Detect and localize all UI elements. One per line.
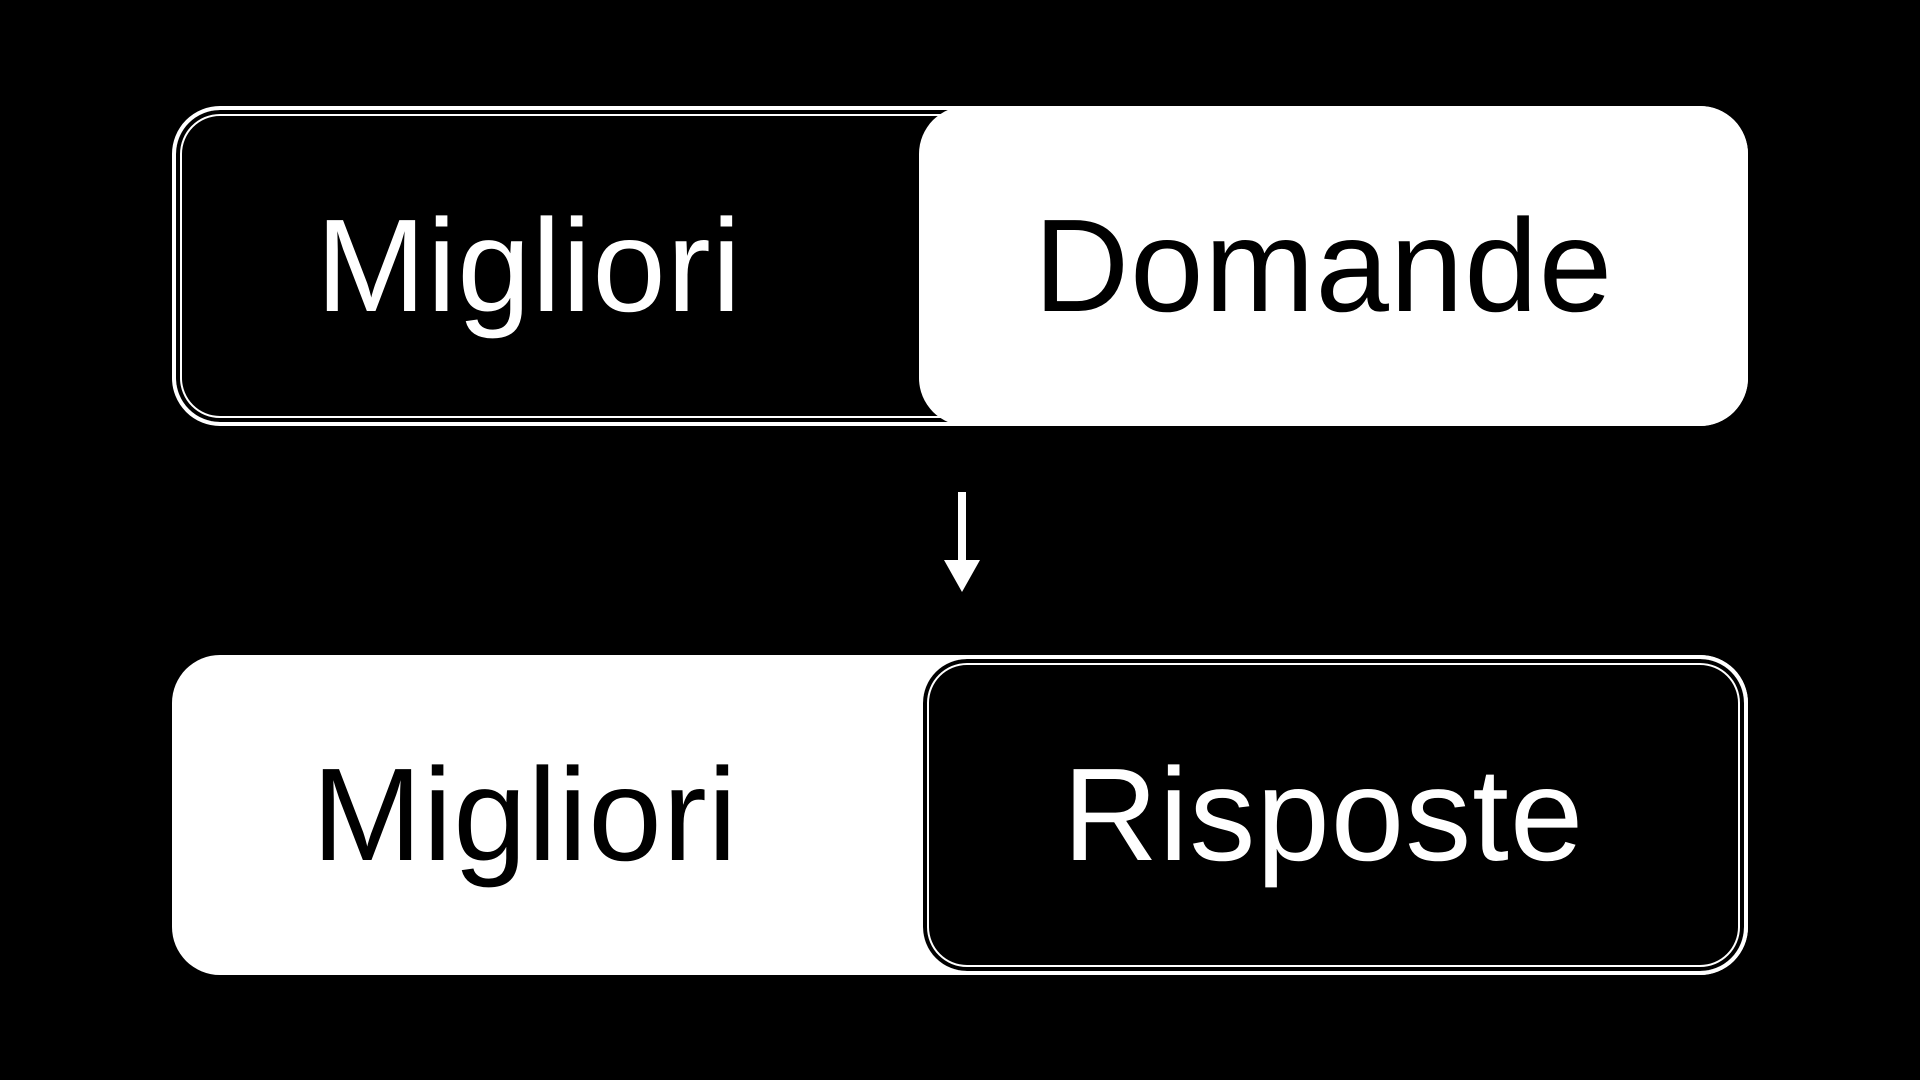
arrow-down-icon xyxy=(944,492,980,592)
arrow-shaft xyxy=(958,492,966,564)
bottom-phrase-row: Migliori Risposte xyxy=(172,655,1748,975)
arrow-head xyxy=(944,560,980,592)
top-left-label: Migliori xyxy=(316,192,743,339)
top-phrase-row: Migliori Domande xyxy=(172,106,1748,426)
bottom-right-label: Risposte xyxy=(1062,741,1585,888)
top-right-label: Domande xyxy=(1033,192,1614,339)
bottom-left-label: Migliori xyxy=(312,741,739,888)
top-right-segment: Domande xyxy=(919,106,1748,426)
bottom-right-segment: Risposte xyxy=(919,655,1748,975)
